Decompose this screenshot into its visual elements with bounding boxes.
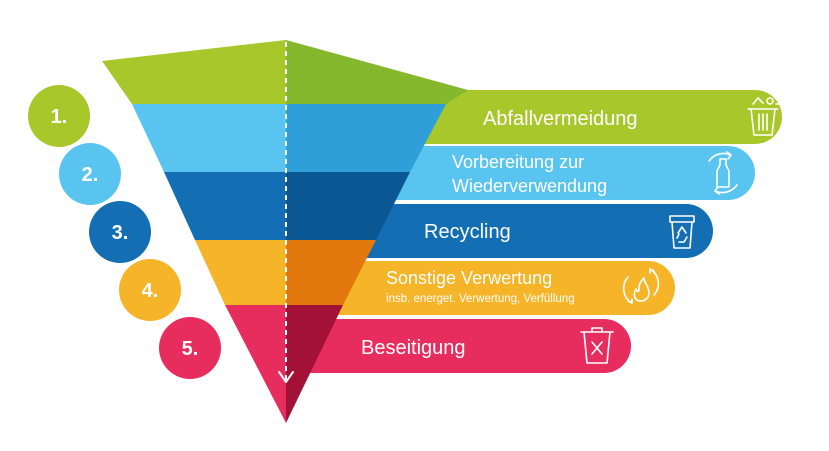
recycling-bin-icon [669, 215, 695, 249]
funnel-level-2-left [132, 104, 286, 172]
energy-recovery-flame-icon [622, 268, 660, 304]
level-4-label: Sonstige Verwertung [386, 268, 552, 288]
reuse-bottle-icon [708, 151, 738, 195]
level-1-circle [28, 85, 90, 147]
priority-arrow-icon [278, 42, 294, 383]
level-2-circle [59, 143, 121, 205]
funnel-level-1-left [102, 40, 286, 104]
funnel-level-2-right [286, 104, 446, 172]
funnel-level-5-right [286, 305, 343, 423]
trash-bin-overflow-icon [747, 95, 782, 136]
level-2-label-line1: Vorbereitung zur [452, 152, 584, 172]
level-3-bar [300, 204, 713, 258]
level-3-label: Recycling [424, 221, 511, 243]
level-4-circle [119, 259, 181, 321]
disposal-bin-icon [580, 327, 614, 364]
funnel-level-3-right [286, 172, 410, 240]
level-4-number: 4. [142, 280, 159, 302]
level-1-number: 1. [51, 106, 68, 128]
level-1-label: Abfallvermeidung [483, 108, 638, 130]
level-4-bar [300, 261, 675, 315]
level-3-circle [89, 201, 151, 263]
level-2-label-line2: Wiederverwendung [452, 176, 607, 196]
level-3-number: 3. [112, 222, 129, 244]
funnel-level-3-left [164, 172, 286, 240]
funnel-level-4-left [195, 240, 286, 305]
funnel-level-1-right [286, 40, 468, 104]
funnel-level-4-right [286, 240, 376, 305]
level-5-bar [300, 319, 631, 373]
level-4-sublabel: insb. energet. Verwertung, Verfüllung [386, 293, 575, 305]
funnel-level-5-left [225, 305, 286, 423]
level-5-label: Beseitigung [361, 337, 466, 359]
level-5-circle [159, 317, 221, 379]
level-5-number: 5. [182, 338, 199, 360]
level-2-number: 2. [82, 164, 99, 186]
